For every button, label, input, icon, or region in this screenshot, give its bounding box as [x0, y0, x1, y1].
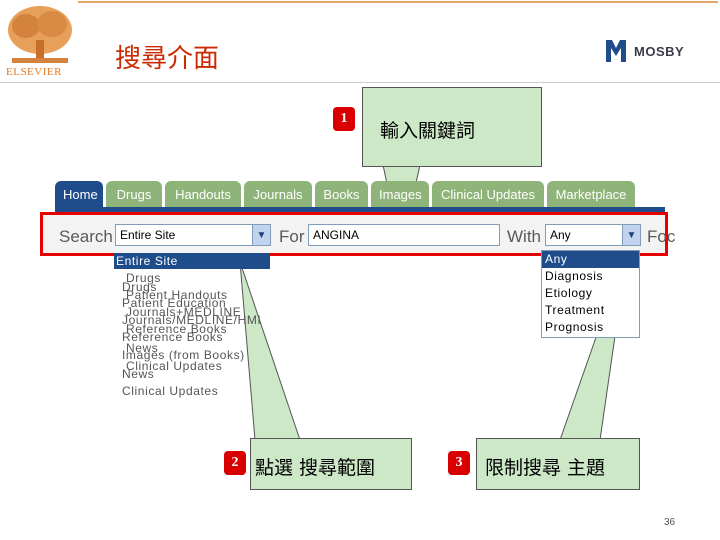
slide-title: 搜尋介面: [115, 43, 220, 73]
page-number: 36: [664, 517, 676, 528]
scope-ghost-drugs: Drugs: [122, 280, 158, 294]
callout-2-text: 點選 搜尋範圍: [255, 457, 376, 479]
chevron-down-icon[interactable]: ▼: [622, 225, 640, 245]
callout-3-text: 限制搜尋 主題: [485, 457, 606, 479]
topic-option-etiology[interactable]: Etiology: [545, 286, 593, 300]
callout-1-badge: 1: [333, 107, 355, 131]
tab-marketplace[interactable]: Marketplace: [547, 181, 635, 209]
callout-3: 限制搜尋 主題: [476, 438, 640, 490]
brand-name: MOSBY: [634, 43, 685, 59]
header-divider: [0, 82, 720, 83]
topic-select-value: Any: [550, 228, 571, 242]
callout-2-badge: 2: [224, 451, 246, 475]
scope-option-reference-books[interactable]: Reference Books: [126, 322, 228, 336]
chevron-down-icon[interactable]: ▼: [252, 225, 270, 245]
tab-underline: [55, 207, 665, 212]
scope-select[interactable]: Entire Site ▼: [115, 224, 271, 246]
tab-images[interactable]: Images: [371, 181, 429, 209]
callout-1: 輸入關鍵詞: [362, 87, 542, 167]
search-input-value: ANGINA: [313, 228, 360, 242]
search-label: Search: [59, 227, 113, 246]
mosby-mark-icon: [606, 40, 626, 62]
scope-option-drugs[interactable]: Drugs: [126, 271, 162, 285]
mosby-logo: MOSBY: [604, 38, 684, 64]
scope-ghost-news: News: [122, 367, 155, 381]
scope-option-journals-medline[interactable]: Journals+MEDLINE: [126, 305, 242, 319]
scope-option-selected-highlight: [114, 253, 270, 269]
elsevier-logo: ELSEVIER: [2, 0, 78, 82]
topic-option-diagnosis[interactable]: Diagnosis: [545, 269, 604, 283]
tab-books[interactable]: Books: [315, 181, 368, 209]
topic-options-list: Any Diagnosis Etiology Treatment Prognos…: [541, 250, 640, 338]
scope-option-patient-handouts[interactable]: Patient Handouts: [126, 288, 228, 302]
for-label: For: [279, 227, 305, 246]
tree-icon: [2, 0, 78, 82]
scope-option-news[interactable]: News: [126, 341, 159, 355]
tab-drugs[interactable]: Drugs: [106, 181, 162, 209]
scope-ghost-reference-books: Reference Books: [122, 330, 224, 344]
search-bar: Search Entire Site ▼ For ANGINA With Any…: [40, 212, 675, 256]
with-label: With: [507, 227, 541, 246]
callout-1-text: 輸入關鍵詞: [380, 120, 476, 142]
callout-3-badge: 3: [448, 451, 470, 475]
topic-option-any[interactable]: Any: [542, 251, 639, 268]
scope-ghost-journals: Journals/MEDLINE/HMI: [122, 313, 262, 327]
topic-option-prognosis[interactable]: Prognosis: [545, 320, 604, 334]
topic-option-treatment[interactable]: Treatment: [545, 303, 605, 317]
scope-ghost-clinical-updates: Clinical Updates: [122, 384, 219, 398]
scope-ghost-images: Images (from Books): [122, 348, 245, 362]
tab-home[interactable]: Home: [55, 181, 103, 209]
topic-select[interactable]: Any ▼: [545, 224, 641, 246]
scope-option-clinical-updates[interactable]: Clinical Updates: [126, 359, 223, 373]
focus-label: Foc: [647, 227, 676, 246]
header-rule: [78, 1, 718, 3]
tab-handouts[interactable]: Handouts: [165, 181, 241, 209]
nav-tabs: Home Drugs Handouts Journals Books Image…: [55, 181, 665, 209]
search-input[interactable]: ANGINA: [308, 224, 500, 246]
logo-wordmark: ELSEVIER: [6, 66, 62, 78]
tab-clinical-updates[interactable]: Clinical Updates: [432, 181, 544, 209]
tab-journals[interactable]: Journals: [244, 181, 312, 209]
scope-ghost-patient-education: Patient Education: [122, 296, 227, 310]
scope-option-entire-site[interactable]: Entire Site: [116, 254, 178, 268]
scope-select-value: Entire Site: [120, 228, 176, 242]
callout-2: 點選 搜尋範圍: [250, 438, 412, 490]
